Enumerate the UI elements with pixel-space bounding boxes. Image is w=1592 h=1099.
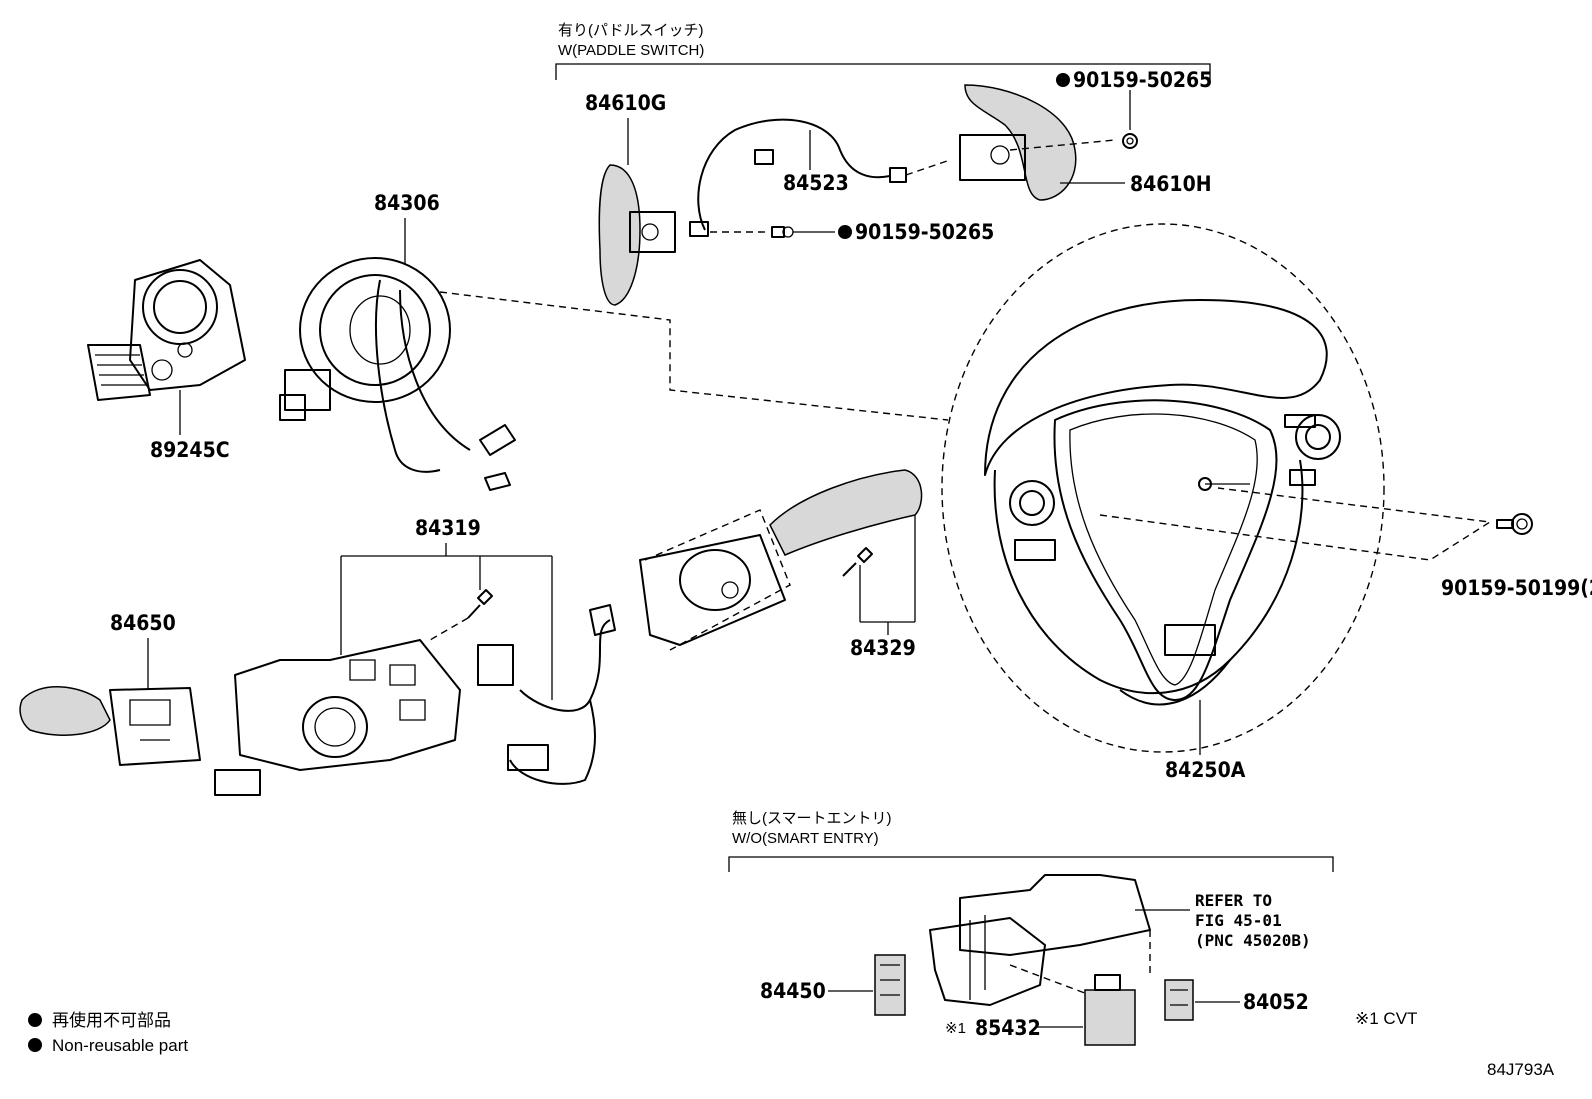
part-84329: 84329 [850, 636, 916, 660]
refer-line1: REFER TO [1195, 891, 1272, 910]
non-reusable-mark-b1 [1056, 73, 1070, 87]
legend-jp: 再使用不可部品 [52, 1010, 171, 1030]
figure-id: 84J793A [1487, 1060, 1555, 1079]
smart-group-en: W/O(SMART ENTRY) [732, 830, 879, 847]
wire-harness-84523 [689, 118, 907, 237]
paddle-switch-right [959, 84, 1077, 201]
part-90159-50265-a: 90159-50265 [1073, 68, 1212, 92]
cover-dash-2 [1009, 964, 1091, 996]
wheel-bolt-leader [1099, 487, 1493, 561]
b1-dash [1009, 139, 1116, 151]
part-90159-50199: 90159-50199(2) [1441, 576, 1592, 600]
harness-to-84610H [905, 159, 951, 176]
screw-84329-icon [842, 547, 873, 577]
spiral-to-wheel-dash [439, 291, 949, 421]
note-cvt: ※1 CVT [1355, 1009, 1417, 1028]
bolt-90159-50265-left-icon [771, 226, 794, 238]
part-84450: 84450 [760, 979, 826, 1003]
part-84610G: 84610G [585, 91, 666, 115]
spiral-cable-84306 [279, 257, 516, 491]
p84319-bracket [340, 543, 553, 700]
paddle-group-bracket [555, 63, 1211, 80]
refer-line3: (PNC 45020B) [1195, 931, 1311, 950]
turn-signal-switch-84650 [19, 686, 201, 766]
part-84306: 84306 [374, 191, 440, 215]
paddle-group-jp: 有り(パドルスイッチ) [558, 22, 703, 39]
non-reusable-mark-b2 [838, 225, 852, 239]
wiper-switch-84329 [639, 469, 923, 646]
connector-84319 [477, 604, 616, 785]
part-84319: 84319 [415, 516, 481, 540]
p84329-bracket [859, 515, 916, 635]
bolt-90159-50199-icon [1496, 513, 1533, 535]
paddle-group-en: W(PADDLE SWITCH) [558, 42, 704, 59]
steering-wheel [941, 223, 1385, 753]
part-84610H: 84610H [1130, 172, 1212, 196]
part-89245C: 89245C [150, 438, 230, 462]
legend-mark-1 [28, 1013, 42, 1027]
part-84450-shape [874, 954, 906, 1016]
legend-en: Non-reusable part [52, 1036, 188, 1055]
paddle-switch-left [598, 164, 676, 306]
smart-group-jp: 無し(スマートエントリ) [732, 810, 892, 827]
bolt-90159-50265-right-icon [1122, 133, 1138, 149]
column-cover [929, 874, 1151, 1006]
screw-dash [429, 617, 469, 641]
part-84052: 84052 [1243, 990, 1309, 1014]
wiper-dash [644, 509, 791, 651]
smart-group-bracket [728, 856, 1334, 872]
mark-1: ※1 [945, 1020, 966, 1037]
legend-mark-2 [28, 1038, 42, 1052]
screw-84319-icon [467, 589, 493, 619]
refer-line2: FIG 45-01 [1195, 911, 1282, 930]
part-84052-shape [1164, 979, 1194, 1021]
part-84650: 84650 [110, 611, 176, 635]
part-85432: 85432 [975, 1016, 1041, 1040]
part-85432-shape [1084, 974, 1136, 1046]
part-84250A: 84250A [1165, 758, 1246, 782]
combination-switch-body [214, 639, 461, 796]
steering-sensor-89245C [87, 259, 246, 401]
part-90159-50265-b: 90159-50265 [855, 220, 994, 244]
part-84523: 84523 [783, 171, 849, 195]
